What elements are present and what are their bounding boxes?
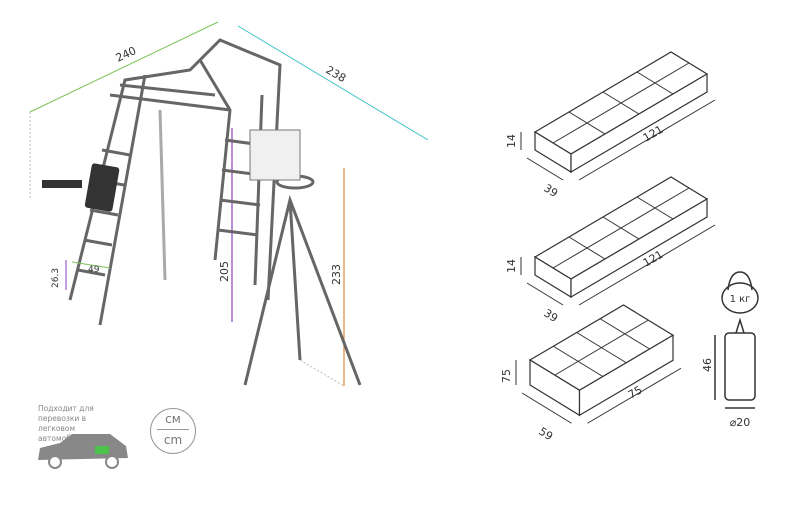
- step-width-label: 49: [88, 265, 100, 275]
- playground-frame: [68, 38, 362, 386]
- ladder-height-label: 205: [218, 261, 231, 282]
- package-height-label: 14: [505, 259, 518, 273]
- depth-label: 238: [324, 63, 349, 85]
- width-dimension: 240: [29, 21, 219, 200]
- hoop-height-label: 233: [330, 264, 343, 285]
- bag-height-label: 46: [701, 358, 714, 372]
- package-width-label: 39: [541, 182, 560, 200]
- kettlebell-label: 1 кг: [730, 294, 751, 305]
- step-dimension: 26.3 49: [51, 260, 111, 290]
- package-width-label: 59: [536, 425, 555, 443]
- punching-bag-icon: [714, 317, 756, 409]
- car-note: Подходит для перевозки в легковом автомо…: [38, 404, 94, 443]
- dip-bars: [42, 180, 82, 188]
- hoop-height-dimension: 233: [299, 168, 345, 387]
- unit-ru: см: [165, 412, 181, 426]
- bag-diameter-label: ⌀20: [730, 416, 751, 429]
- unit-en: cm: [163, 433, 183, 447]
- package-height-label: 14: [505, 134, 518, 148]
- ladder-height-dimension: 205: [218, 128, 233, 322]
- backboard: [249, 129, 301, 181]
- package-width-label: 39: [541, 307, 560, 325]
- seat-back: [84, 163, 120, 212]
- depth-dimension: 238: [237, 25, 429, 141]
- package-length-label: 75: [626, 383, 645, 401]
- step-height-label: 26.3: [51, 268, 61, 288]
- package-height-label: 75: [500, 369, 513, 383]
- units-badge: см cm: [150, 408, 196, 454]
- kettlebell-icon: [721, 271, 759, 314]
- car-icon: [38, 434, 128, 469]
